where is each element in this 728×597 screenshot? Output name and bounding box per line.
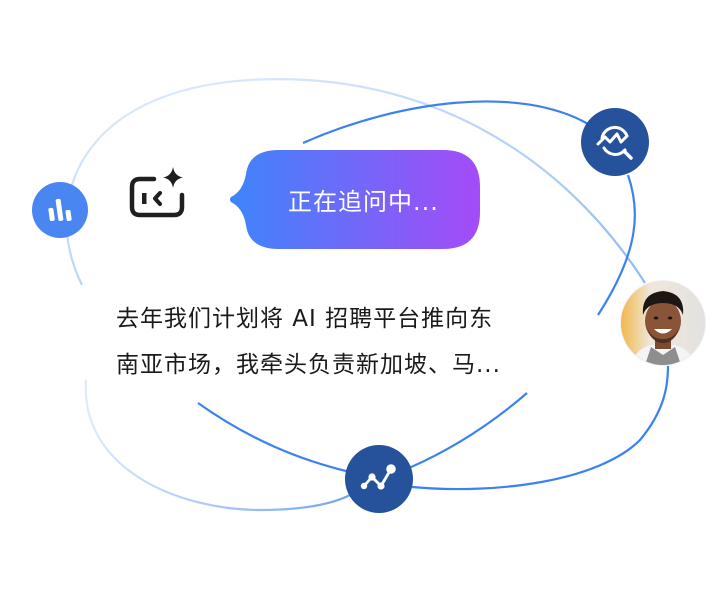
message-text: 去年我们计划将 AI 招聘平台推向东 南亚市场，我牵头负责新加坡、马...: [116, 296, 566, 388]
trend-search-icon: [596, 125, 633, 160]
bar-chart-icon: [48, 198, 72, 222]
trend-node[interactable]: [345, 445, 413, 513]
user-avatar[interactable]: [621, 281, 705, 365]
status-text: 正在追问中...: [288, 188, 439, 216]
ai-assistant-logo: [126, 165, 188, 221]
insight-node[interactable]: [581, 108, 649, 176]
message-line: 去年我们计划将 AI 招聘平台推向东: [116, 306, 494, 332]
status-bubble: 正在追问中...: [229, 150, 480, 249]
person-photo: [621, 281, 705, 365]
line-graph-icon: [360, 464, 396, 490]
ai-assistant-sparkle-icon: [129, 167, 185, 218]
stats-node[interactable]: [32, 182, 88, 238]
message-line: 南亚市场，我牵头负责新加坡、马...: [116, 352, 501, 378]
bubble-shape: [230, 150, 480, 249]
